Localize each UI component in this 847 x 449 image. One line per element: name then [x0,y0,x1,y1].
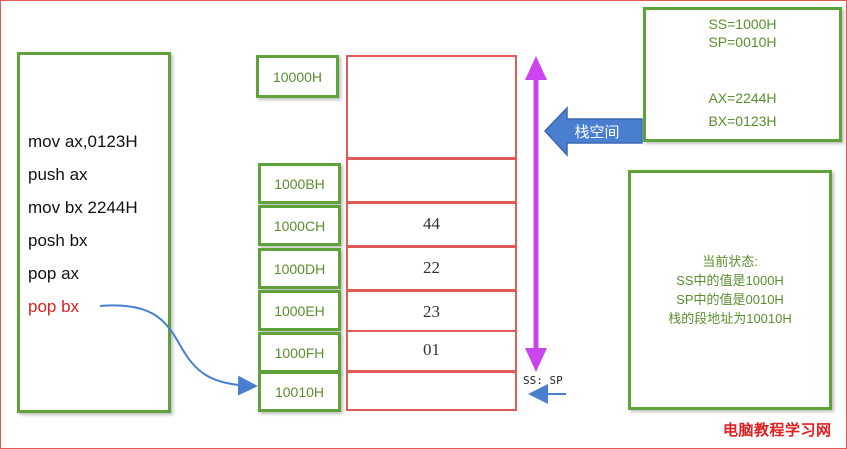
watermark: 电脑教程学习网 [723,422,832,439]
stack-range-arrow [525,56,547,372]
code-line: push ax [28,165,88,184]
code-line: pop ax [28,264,80,283]
ss-sp-label: SS: SP [523,374,563,387]
code-line: mov bx 2244H [28,198,138,217]
status-ss: SS中的值是1000H [676,273,784,288]
code-line-current: pop bx [28,297,80,316]
code-listing-panel: mov ax,0123H push ax mov bx 2244H posh b… [17,52,171,413]
stack-cell-empty-region [346,55,517,159]
registers-panel: SS=1000H SP=0010H AX=2244H BX=0123H [643,7,842,142]
status-title: 当前状态: [702,254,758,269]
register-ax: AX=2244H [708,90,777,106]
address-label: 1000CH [258,205,341,246]
status-panel: 当前状态: SS中的值是1000H SP中的值是0010H 栈的段地址为1001… [628,170,832,410]
stack-space-label: 栈空间 [574,124,620,141]
stack-cell [346,158,517,203]
address-label: 10010H [258,371,341,412]
register-ss: SS=1000H [708,16,777,32]
address-label: 1000EH [258,290,341,331]
address-label-top: 10000H [256,55,339,98]
register-bx: BX=0123H [708,113,777,129]
register-sp: SP=0010H [708,34,777,50]
code-line: posh bx [28,231,88,250]
stack-cell [346,371,517,411]
address-label: 1000BH [258,163,341,204]
address-label: 1000DH [258,248,341,289]
status-sp: SP中的值是0010H [676,292,784,307]
status-segment: 栈的段地址为10010H [668,311,792,326]
code-line: mov ax,0123H [28,132,138,151]
stack-cell: 22 [346,246,517,291]
pop-bx-connector-arrow [99,304,258,396]
stack-cell: 23 [346,290,517,332]
stack-space-arrow [543,106,643,157]
